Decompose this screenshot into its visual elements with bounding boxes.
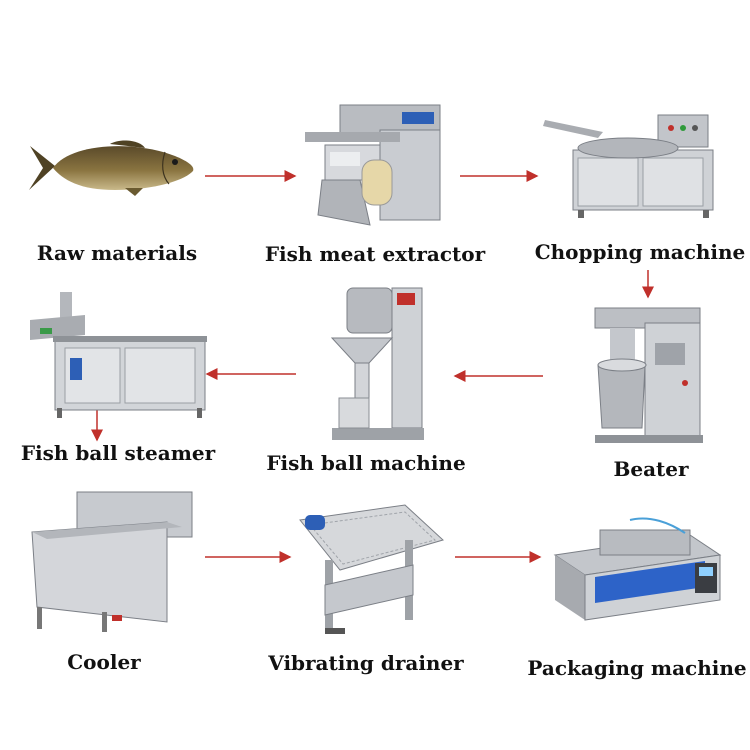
step-label-beater: Beater bbox=[613, 457, 689, 481]
chopping-machine-icon bbox=[543, 114, 714, 218]
cooler-tank-icon bbox=[31, 491, 193, 632]
beater-machine-icon bbox=[594, 307, 703, 443]
step-label-chopping-machine: Chopping machine bbox=[534, 240, 746, 264]
extractor-machine-icon bbox=[305, 104, 441, 226]
step-label-fish-meat-extractor: Fish meat extractor bbox=[264, 242, 486, 266]
ball-forming-machine-icon bbox=[330, 287, 424, 440]
step-label-fish-ball-machine: Fish ball machine bbox=[266, 451, 466, 475]
step-label-fish-ball-steamer: Fish ball steamer bbox=[20, 441, 216, 465]
step-label-raw-materials: Raw materials bbox=[36, 241, 198, 265]
vibrating-drainer-icon bbox=[299, 504, 444, 634]
step-label-vibrating-drainer: Vibrating drainer bbox=[268, 651, 464, 675]
step-label-cooler: Cooler bbox=[67, 650, 141, 674]
steamer-machine-icon bbox=[30, 292, 207, 418]
step-label-packaging-machine: Packaging machine bbox=[527, 656, 747, 680]
fish-icon bbox=[29, 140, 194, 196]
packaging-machine-icon bbox=[553, 517, 722, 621]
